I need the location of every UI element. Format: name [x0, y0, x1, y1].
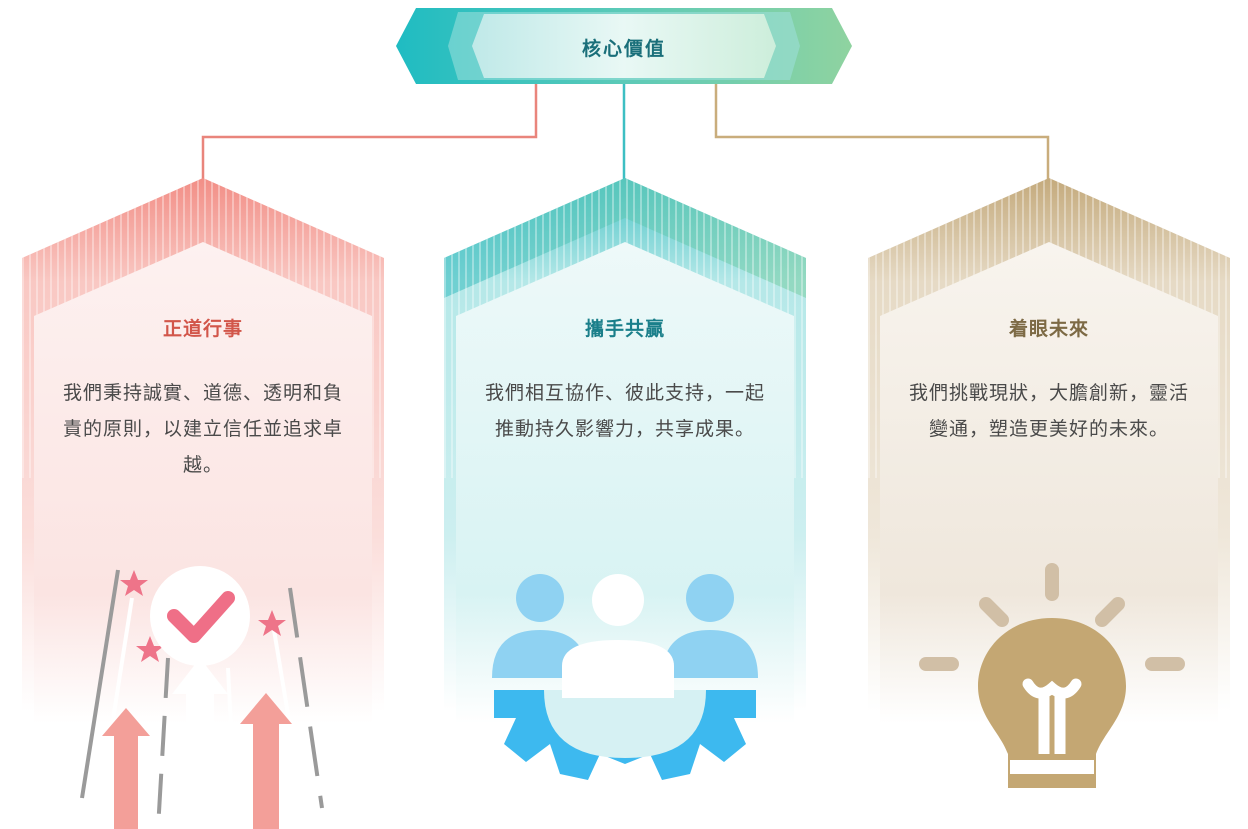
banner-shape	[396, 8, 852, 84]
card-title: 攜手共贏	[584, 318, 665, 340]
card-description: 我們秉持誠實、道德、透明和負責的原則，以建立信任並追求卓越。	[62, 382, 343, 476]
core-values-banner: 核心價值	[396, 8, 852, 84]
checkmark-arrows-icon	[80, 566, 324, 829]
team-gear-icon	[492, 574, 758, 780]
banner-title: 核心價值	[581, 38, 666, 60]
card-title: 着眼未來	[1008, 318, 1089, 340]
card-title: 正道行事	[162, 318, 243, 340]
card-integrity: 正道行事 我們秉持誠實、道德、透明和負責的原則，以建立信任並追求卓越。	[22, 178, 384, 829]
card-description: 我們挑戰現狀，大膽創新，靈活變通，塑造更美好的未來。	[908, 382, 1189, 440]
lightbulb-icon	[919, 563, 1185, 820]
card-together: 攜手共贏 我們相互協作、彼此支持，一起推動持久影響力，共享成果。	[444, 178, 806, 829]
card-future: 着眼未來 我們挑戰現狀，大膽創新，靈活變通，塑造更美好的未來。	[868, 178, 1230, 829]
connector-right	[714, 84, 1050, 182]
connector-left	[201, 84, 538, 182]
card-description: 我們相互協作、彼此支持，一起推動持久影響力，共享成果。	[484, 382, 765, 440]
